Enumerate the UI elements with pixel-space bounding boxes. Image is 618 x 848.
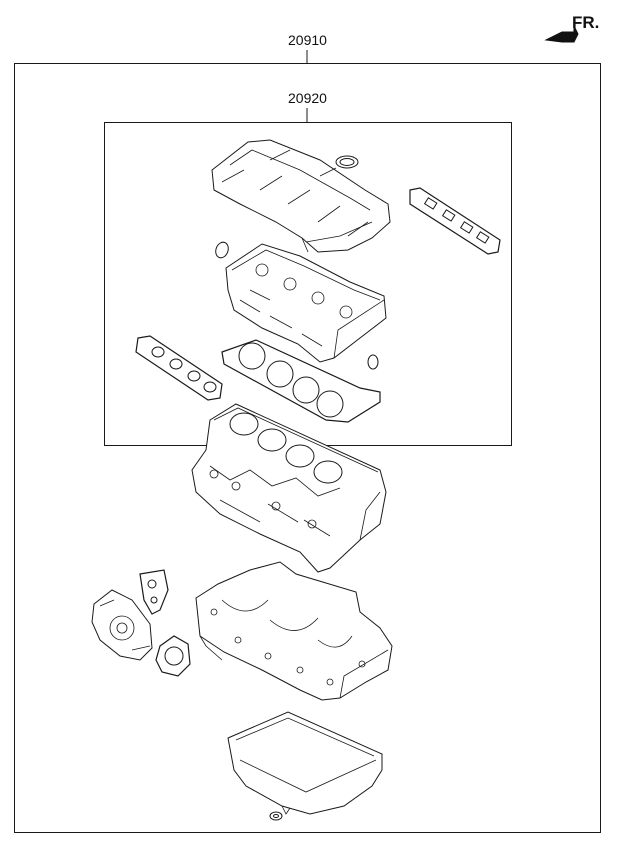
small-o-ring	[215, 241, 229, 259]
lower-crankcase	[195, 561, 393, 701]
exhaust-manifold-gasket	[409, 187, 501, 255]
water-pump	[91, 589, 153, 661]
callout-20920: 20920	[288, 90, 327, 106]
cylinder-block	[191, 403, 387, 573]
water-pump-gasket	[155, 635, 191, 677]
plug-seal	[367, 354, 379, 370]
cylinder-head-gasket	[221, 339, 381, 423]
oil-filler-seal	[335, 155, 359, 169]
front-direction-label: FR.	[572, 13, 600, 32]
outer-kit-frame	[14, 63, 601, 833]
cylinder-head	[225, 243, 387, 363]
drain-plug-washer	[269, 811, 283, 821]
front-arrow-icon	[544, 25, 579, 43]
intake-manifold-gasket	[135, 335, 223, 401]
valve-cover	[211, 139, 391, 253]
callout-20910: 20910	[288, 32, 327, 48]
water-inlet-gasket	[139, 569, 169, 615]
oil-pan	[227, 711, 383, 815]
